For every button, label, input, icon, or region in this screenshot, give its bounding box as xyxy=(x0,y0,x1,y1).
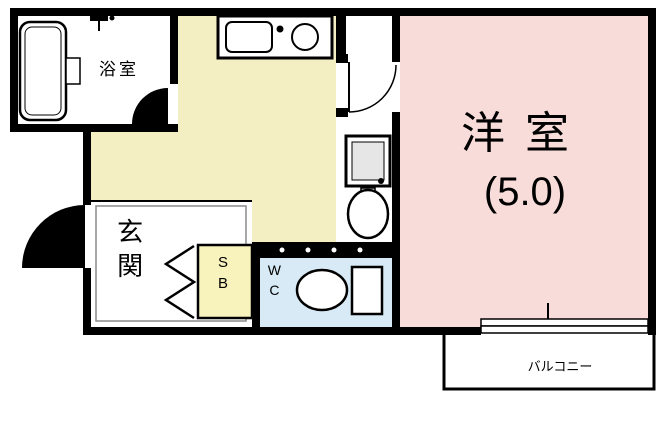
door-frame-post-bottom xyxy=(336,108,348,117)
wall-left-bathroom xyxy=(10,16,18,132)
window-sash-upper xyxy=(480,318,649,327)
threshold-bar xyxy=(260,242,392,258)
bathroom-label: 浴室 xyxy=(99,60,139,79)
washing-machine xyxy=(344,134,392,188)
door-frame-post-top xyxy=(336,54,348,63)
faucet-bar xyxy=(90,16,108,21)
washer-inner xyxy=(351,141,385,181)
wall-kitchen-stub xyxy=(336,16,346,62)
sliding-window xyxy=(480,303,649,334)
threshold-dot xyxy=(357,247,363,253)
room-door-swing-arc xyxy=(348,64,397,113)
wc-label: WC xyxy=(266,262,283,302)
basin-bowl xyxy=(346,188,390,240)
wall-room-left-lower xyxy=(392,112,400,327)
toilet-tank xyxy=(350,265,384,316)
entrance-label: 玄関 xyxy=(113,218,144,286)
threshold-dot xyxy=(279,247,285,253)
kitchen-sink xyxy=(225,21,273,53)
shoe-box-label: SB xyxy=(214,254,232,296)
wall-left-hall xyxy=(83,132,91,205)
folding-door xyxy=(163,244,197,320)
toilet-bowl xyxy=(295,268,349,312)
sink-faucet-dot xyxy=(276,25,284,33)
room-door xyxy=(348,62,397,113)
dotted-threshold xyxy=(260,242,392,258)
faucet-knob xyxy=(109,15,115,21)
kitchen-counter xyxy=(216,14,334,60)
western-room-label: 洋室 xyxy=(461,109,589,158)
bathroom-door xyxy=(132,88,168,124)
western-room-floor xyxy=(400,16,648,327)
balcony-label: バルコニー xyxy=(527,359,593,374)
balcony-outline xyxy=(442,335,656,391)
threshold-dot xyxy=(331,247,337,253)
bathtub-inner xyxy=(24,26,62,116)
shower-faucet-icon xyxy=(90,15,115,31)
toilet xyxy=(295,265,384,316)
threshold-dot xyxy=(305,247,311,253)
washer-drain xyxy=(378,178,384,184)
wall-bathroom-right xyxy=(170,16,178,84)
wall-right xyxy=(648,16,656,335)
wash-basin xyxy=(346,187,390,240)
wall-top xyxy=(10,8,656,16)
stove-burner xyxy=(291,23,319,51)
wall-left-entrance-lower xyxy=(83,268,91,327)
wall-wc-left xyxy=(252,242,260,327)
entrance-door xyxy=(22,205,85,268)
window-sash-lower xyxy=(480,325,649,334)
wall-bottom xyxy=(83,327,481,335)
bath-counter xyxy=(65,57,81,85)
bathtub xyxy=(18,20,68,122)
western-room-size-label: (5.0) xyxy=(483,170,567,214)
hall-floor-by-bathroom xyxy=(91,132,178,202)
shoe-box xyxy=(196,243,254,320)
wall-bathroom-bottom xyxy=(10,124,178,132)
bathtub-outer xyxy=(18,20,68,122)
wall-room-left-upper xyxy=(392,16,400,62)
